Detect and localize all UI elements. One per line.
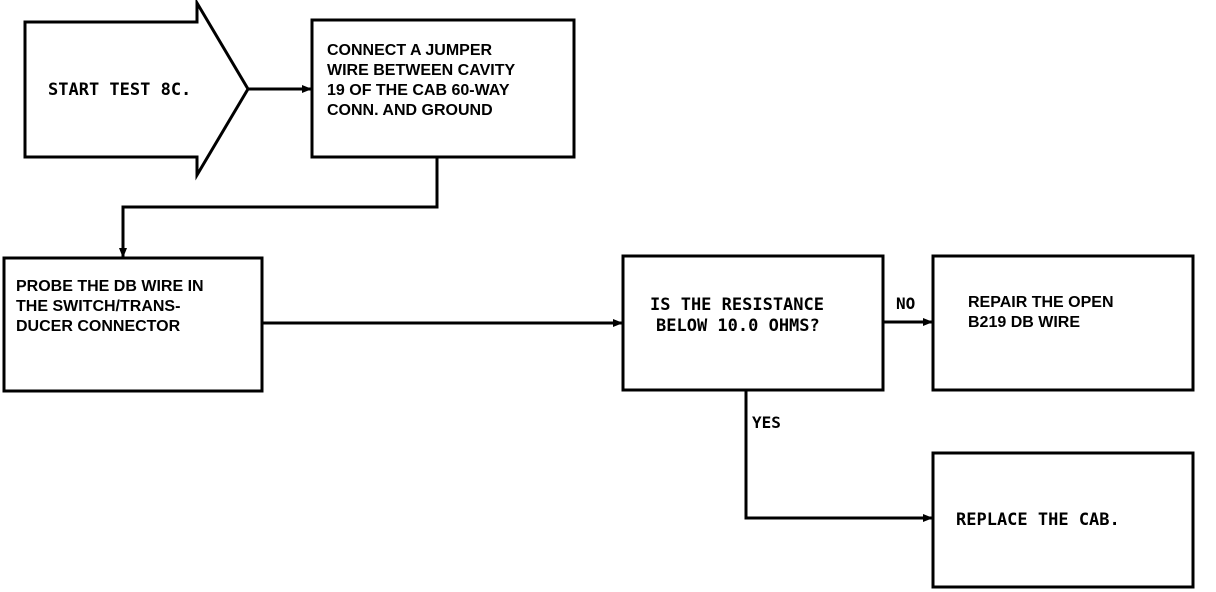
- start-arrow-shape: [23, 0, 250, 181]
- step-probe-line-1: PROBE THE DB WIRE IN: [16, 278, 204, 295]
- result-repair-box: [931, 254, 1195, 392]
- connector-decision-to-replace: [744, 390, 933, 522]
- result-replace-node: REPLACE THE CAB.: [931, 451, 1195, 589]
- yes-label: YES: [752, 413, 781, 432]
- step-connect-line-2: WIRE BETWEEN CAVITY: [327, 62, 515, 79]
- step-probe-node: PROBE THE DB WIRE IN THE SWITCH/TRANS- D…: [2, 256, 264, 393]
- start-node: START TEST 8C.: [23, 0, 250, 181]
- start-label: START TEST 8C.: [48, 80, 191, 100]
- result-replace-label: REPLACE THE CAB.: [956, 510, 1120, 530]
- result-replace-box: [931, 451, 1195, 589]
- step-connect-line-1: CONNECT A JUMPER: [327, 42, 492, 59]
- step-probe-line-2: THE SWITCH/TRANS-: [16, 298, 180, 315]
- no-label: NO: [896, 294, 915, 313]
- step-connect-box: [310, 18, 576, 159]
- decision-line-1: IS THE RESISTANCE: [650, 295, 824, 315]
- result-repair-node: REPAIR THE OPEN B219 DB WIRE: [931, 254, 1195, 392]
- step-probe-line-3: DUCER CONNECTOR: [16, 318, 181, 335]
- connector-connect-to-probe: [119, 157, 439, 258]
- result-repair-line-2: B219 DB WIRE: [968, 314, 1080, 331]
- step-connect-line-3: 19 OF THE CAB 60-WAY: [327, 82, 510, 99]
- decision-node: IS THE RESISTANCE BELOW 10.0 OHMS?: [621, 254, 885, 392]
- step-connect-line-4: CONN. AND GROUND: [327, 102, 493, 119]
- step-connect-node: CONNECT A JUMPER WIRE BETWEEN CAVITY 19 …: [310, 18, 576, 159]
- result-repair-line-1: REPAIR THE OPEN: [968, 294, 1114, 311]
- decision-line-2: BELOW 10.0 OHMS?: [656, 316, 820, 336]
